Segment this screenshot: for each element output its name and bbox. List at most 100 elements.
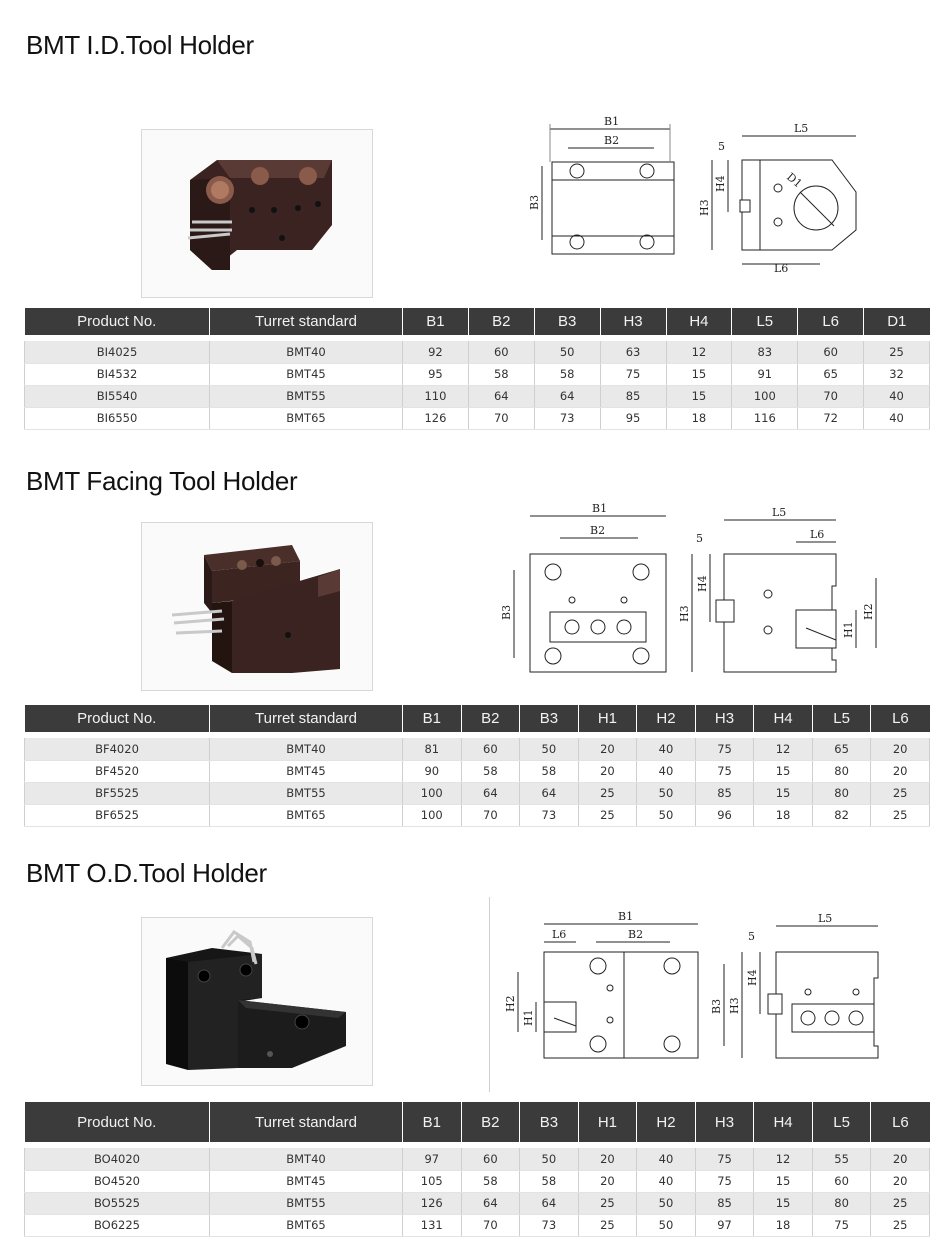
- table-cell: 58: [467, 363, 535, 386]
- table-cell: 15: [753, 760, 813, 783]
- table-cell: 60: [460, 1148, 520, 1171]
- table-cell: 60: [811, 1170, 871, 1193]
- dim-b1: B1: [592, 502, 607, 515]
- dim-l6: L6: [810, 528, 824, 541]
- section-title: BMT Facing Tool Holder: [26, 466, 298, 496]
- table-cell: 85: [599, 385, 666, 408]
- id-holder-photo: [141, 129, 373, 298]
- table-cell: 20: [870, 738, 930, 761]
- table-cell: 83: [731, 341, 798, 364]
- od-holder-drawing: B1 B2 L6 H2 H1 B3 L5 5 H3 H4: [500, 906, 890, 1068]
- table-cell: 70: [460, 804, 520, 827]
- col-header: H1: [577, 705, 637, 732]
- table-cell: BMT55: [209, 1192, 403, 1215]
- table-cell: 20: [577, 1170, 637, 1193]
- table-cell: 73: [519, 1214, 579, 1237]
- table-cell: 80: [811, 1192, 871, 1215]
- table-cell: 25: [577, 1214, 637, 1237]
- table-cell: BMT55: [209, 782, 403, 805]
- col-header: H1: [577, 1102, 637, 1142]
- table-cell: 20: [870, 1170, 930, 1193]
- table-cell: 58: [460, 760, 520, 783]
- table-cell: 25: [870, 1214, 930, 1237]
- table-cell: 58: [460, 1170, 520, 1193]
- dim-b3: B3: [528, 195, 541, 210]
- table-cell: BI4025: [24, 341, 210, 364]
- od-holder-table: Product No. Turret standard B1 B2 B3 H1 …: [24, 1102, 930, 1237]
- table-cell: BMT40: [209, 738, 403, 761]
- table-cell: BI6550: [24, 407, 210, 430]
- dim-h3: H3: [698, 199, 711, 216]
- table-cell: 97: [402, 1148, 462, 1171]
- table-cell: BF4020: [24, 738, 210, 761]
- table-cell: 50: [533, 341, 601, 364]
- col-header: H4: [665, 308, 732, 335]
- table-cell: 70: [797, 385, 864, 408]
- table-cell: BF6525: [24, 804, 210, 827]
- table-cell: 58: [533, 363, 601, 386]
- table-cell: BI5540: [24, 385, 210, 408]
- table-cell: 90: [402, 760, 462, 783]
- table-cell: 58: [519, 1170, 579, 1193]
- facing-holder-drawing: B1 B2 B3 L5 L6 5 H3 H4 H1 H2: [496, 500, 894, 690]
- table-cell: 75: [694, 1148, 754, 1171]
- col-header: B1: [402, 308, 469, 335]
- table-cell: BMT45: [209, 1170, 403, 1193]
- col-header: B3: [533, 308, 601, 335]
- table-cell: 12: [665, 341, 732, 364]
- table-cell: BO4020: [24, 1148, 210, 1171]
- table-cell: 110: [402, 385, 469, 408]
- table-cell: 25: [577, 804, 637, 827]
- table-cell: 20: [870, 760, 930, 783]
- table-cell: 92: [402, 341, 469, 364]
- table-cell: 20: [870, 1148, 930, 1171]
- dim-b3: B3: [710, 999, 723, 1014]
- dim-b1: B1: [604, 115, 619, 128]
- dim-l5: L5: [794, 122, 808, 135]
- dim-h1: H1: [842, 621, 855, 638]
- dim-b1: B1: [618, 910, 633, 923]
- table-cell: 60: [460, 738, 520, 761]
- table-cell: 20: [577, 738, 637, 761]
- table-cell: 72: [797, 407, 864, 430]
- table-cell: 25: [870, 804, 930, 827]
- table-cell: 116: [731, 407, 798, 430]
- dim-b3: B3: [500, 605, 513, 620]
- table-cell: 70: [467, 407, 535, 430]
- table-cell: BF4520: [24, 760, 210, 783]
- dim-5: 5: [748, 930, 755, 943]
- table-cell: BMT65: [209, 407, 403, 430]
- table-cell: 25: [863, 341, 930, 364]
- dim-b2: B2: [604, 134, 619, 147]
- table-header-row: Product No. Turret standard B1 B2 B3 H1 …: [24, 1102, 930, 1142]
- dim-l5: L5: [818, 912, 832, 925]
- table-cell: 15: [753, 782, 813, 805]
- table-cell: 64: [519, 782, 579, 805]
- table-cell: 126: [402, 407, 469, 430]
- col-header: B1: [402, 1102, 462, 1142]
- table-cell: 40: [636, 760, 696, 783]
- table-cell: 40: [636, 738, 696, 761]
- table-cell: 50: [636, 804, 696, 827]
- table-cell: 80: [811, 782, 871, 805]
- col-header: Product No.: [24, 308, 210, 335]
- table-cell: 65: [797, 363, 864, 386]
- table-cell: 50: [636, 1214, 696, 1237]
- table-cell: 75: [694, 760, 754, 783]
- table-cell: 25: [577, 1192, 637, 1215]
- table-cell: 40: [636, 1148, 696, 1171]
- col-header: B2: [460, 1102, 520, 1142]
- table-cell: 20: [577, 1148, 637, 1171]
- col-header: L6: [870, 705, 930, 732]
- table-cell: 63: [599, 341, 666, 364]
- table-cell: 64: [533, 385, 601, 408]
- section-title: BMT O.D.Tool Holder: [26, 858, 267, 888]
